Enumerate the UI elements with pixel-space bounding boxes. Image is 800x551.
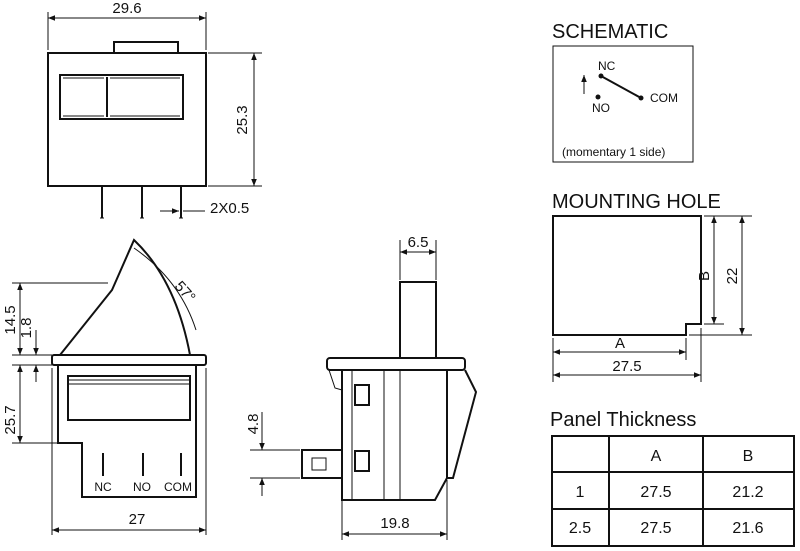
pin-com-label: COM: [164, 480, 192, 494]
table-cell: 27.5: [640, 484, 671, 501]
side-width-label: 27: [129, 511, 146, 528]
pin-nc-label: NC: [94, 480, 112, 494]
schematic-nc-label: NC: [598, 59, 616, 73]
pin-no-label: NO: [133, 480, 151, 494]
top-view: 29.6 25.3 2X0.5: [47, 0, 262, 219]
panel-heading: Panel Thickness: [550, 409, 696, 431]
schematic-heading: SCHEMATIC: [552, 21, 668, 43]
mounting-b-label: B: [696, 271, 713, 281]
table-cell: 27.5: [640, 520, 671, 537]
mounting-height-label: 22: [724, 268, 741, 285]
depth-label: 19.8: [380, 515, 409, 532]
schematic-no-label: NO: [592, 101, 610, 115]
side-view: NC NO COM 57° 14.5 1.8 25.7 27: [2, 238, 207, 535]
end-view: 6.5 4.8 19.8: [245, 234, 478, 540]
step-label: 1.8: [18, 318, 35, 339]
table-header-a: A: [651, 448, 662, 465]
mounting-width-label: 27.5: [612, 358, 641, 375]
top-height-label: 25.3: [234, 105, 251, 134]
mounting-heading: MOUNTING HOLE: [552, 191, 721, 213]
schematic-note: (momentary 1 side): [562, 145, 665, 159]
mounting-hole-panel: MOUNTING HOLE B 22 A 27.5: [552, 191, 752, 382]
panel-thickness-panel: Panel Thickness A B 1 27.5 21.2 2.5 27.5…: [550, 409, 795, 547]
table-cell: 1: [576, 484, 585, 501]
table-cell: 2.5: [569, 520, 591, 537]
schematic-com-label: COM: [650, 91, 678, 105]
pin-height-label: 4.8: [245, 414, 262, 435]
table-header-b: B: [743, 448, 754, 465]
top-width-6-5-label: 6.5: [408, 234, 429, 251]
tilt-height-label: 14.5: [2, 305, 19, 334]
schematic-panel: SCHEMATIC NC NO COM (momentary 1 side): [552, 21, 694, 163]
mounting-a-label: A: [615, 335, 625, 352]
table-cell: 21.6: [732, 520, 763, 537]
table-cell: 21.2: [732, 484, 763, 501]
pin-size-label: 2X0.5: [210, 200, 249, 217]
side-height-label: 25.7: [2, 405, 19, 434]
top-width-label: 29.6: [112, 0, 141, 17]
